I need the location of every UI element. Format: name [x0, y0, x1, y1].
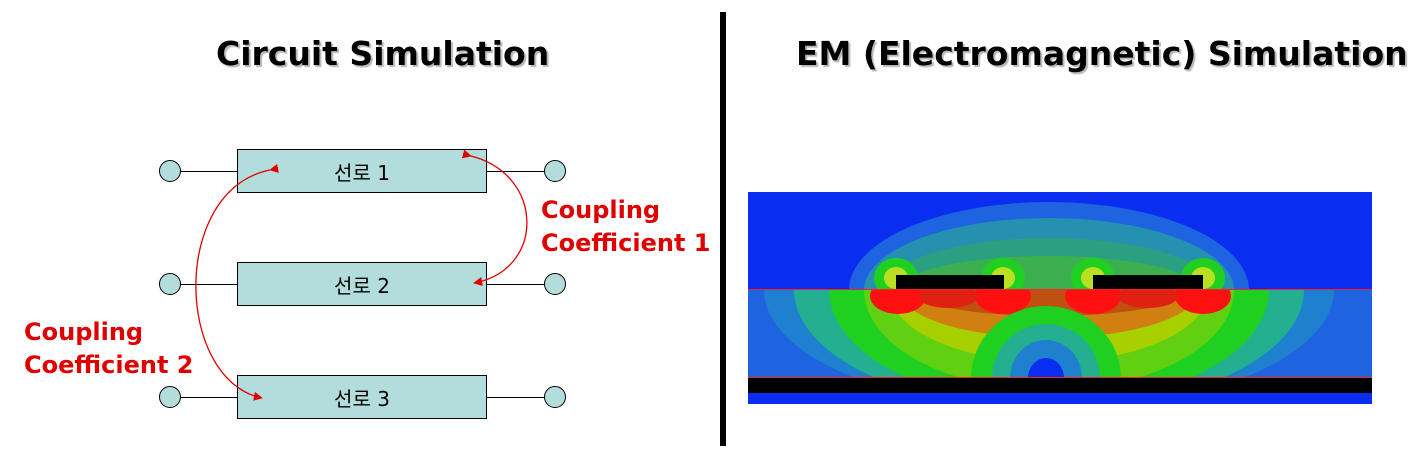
conductor-1 — [896, 275, 1004, 289]
port-line3-left — [159, 386, 181, 408]
wire — [180, 284, 237, 285]
port-line1-right — [544, 160, 566, 182]
port-line2-left — [159, 273, 181, 295]
line-2-label: 선로 2 — [334, 273, 390, 298]
wire — [487, 171, 544, 172]
circuit-simulation-title: Circuit Simulation — [216, 34, 550, 73]
divider — [720, 12, 726, 446]
coupling-coefficient-2-label: Coupling Coefficient 2 — [24, 316, 194, 382]
wire — [487, 284, 544, 285]
port-line1-left — [159, 160, 181, 182]
ground-plane — [748, 378, 1372, 393]
em-field-plot — [748, 192, 1372, 404]
coupling-1-line1: Coupling — [541, 196, 661, 224]
coupling-arrow-1 — [461, 149, 528, 286]
coupling-coefficient-1-label: Coupling Coefficient 1 — [541, 194, 711, 260]
line-1-label: 선로 1 — [334, 160, 390, 185]
em-simulation-title: EM (Electromagnetic) Simulation — [796, 34, 1408, 73]
coupling-2-line2: Coefficient 2 — [24, 351, 194, 379]
wire — [180, 397, 237, 398]
conductor-2 — [1093, 275, 1203, 289]
line-3-label: 선로 3 — [334, 386, 390, 411]
wire — [180, 171, 237, 172]
port-line2-right — [544, 273, 566, 295]
coupling-1-line2: Coefficient 1 — [541, 229, 711, 257]
wire — [487, 397, 544, 398]
coupling-arrows — [195, 149, 528, 401]
coupling-arrow-2 — [195, 163, 279, 401]
coupling-2-line1: Coupling — [24, 318, 144, 346]
port-line3-right — [544, 386, 566, 408]
